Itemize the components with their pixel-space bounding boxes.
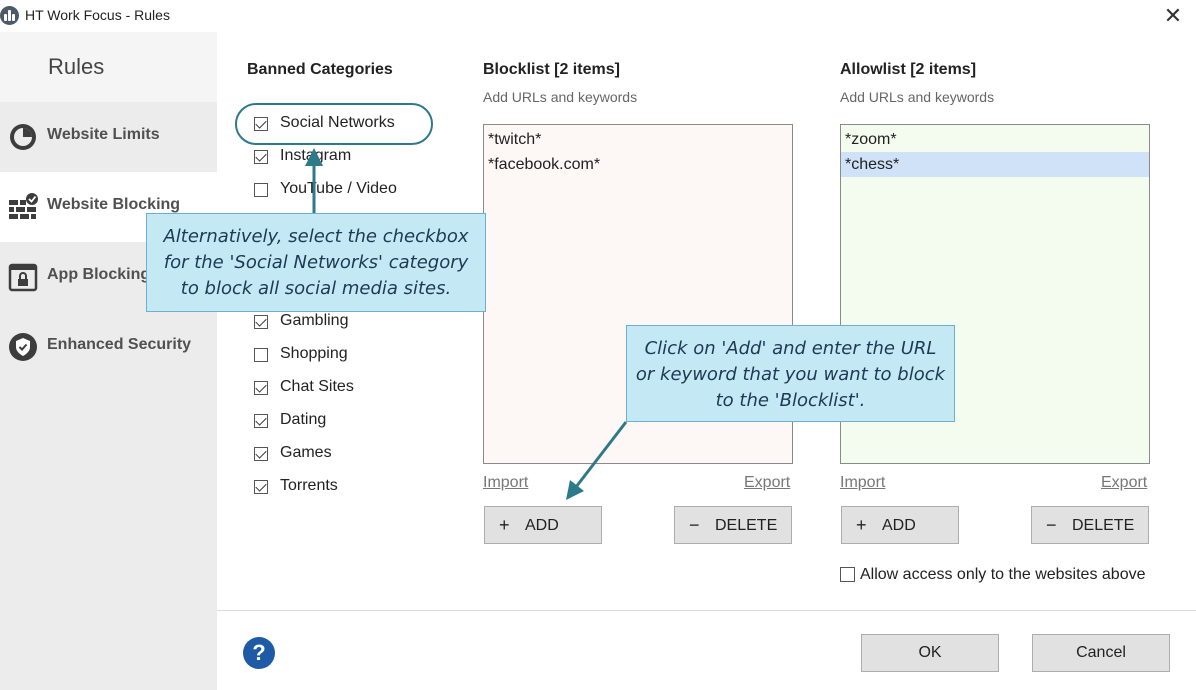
category-label: Torrents [280,477,338,494]
sidebar-item-enhanced-security[interactable]: Enhanced Security [0,312,217,382]
checkbox[interactable] [254,414,268,428]
list-item-selected[interactable]: *chess* [841,152,1149,177]
footer-divider [217,610,1196,611]
cancel-button[interactable]: Cancel [1032,634,1170,672]
category-label: Instagram [280,147,352,164]
checkbox[interactable] [254,447,268,461]
category-label: YouTube / Video [280,180,397,197]
category-label: Chat Sites [280,378,354,395]
category-label: Shopping [280,345,348,362]
minus-icon: − [1046,515,1057,535]
blocklist-title: Blocklist [2 items] [483,61,620,78]
sidebar-heading: Rules [0,32,217,102]
allowlist-import-link[interactable]: Import [840,474,886,491]
sidebar-item-label: App Blocking [47,266,151,283]
checkbox[interactable] [254,315,268,329]
allowlist-export-link[interactable]: Export [1101,474,1148,491]
ok-button[interactable]: OK [861,634,999,672]
app-icon [0,6,19,25]
button-label: DELETE [715,517,778,534]
plus-icon: + [499,515,510,535]
clock-icon [10,124,36,150]
button-label: ADD [525,517,559,534]
help-icon[interactable]: ? [243,637,275,669]
category-label: Gambling [280,312,349,329]
minus-icon: − [689,515,700,535]
list-item[interactable]: *zoom* [845,131,897,148]
wall-check-icon [9,193,38,219]
allow-only-checkbox[interactable] [840,567,855,582]
button-label: Cancel [1076,644,1126,661]
sidebar-item-label: Enhanced Security [47,336,192,353]
category-label: Dating [280,411,327,428]
list-item[interactable]: *twitch* [488,131,542,148]
title-bar: HT Work Focus - Rules ✕ [0,0,1196,32]
sidebar-item-app-blocking[interactable]: App Blocking [0,242,217,312]
callout-add-tip: Click on 'Add' and enter the URL or keyw… [626,325,955,422]
blocklist-import-link[interactable]: Import [483,474,529,491]
sidebar-item-website-limits[interactable]: Website Limits [0,102,217,172]
sidebar: Rules Website Limits Website Blocking Ap… [0,32,217,690]
allowlist-title: Allowlist [2 items] [840,61,977,78]
checkbox[interactable] [254,183,268,197]
blocklist-export-link[interactable]: Export [744,474,791,491]
allowlist-subtitle: Add URLs and keywords [840,89,995,105]
sidebar-item-label: Website Limits [47,126,160,143]
close-icon[interactable]: ✕ [1163,3,1183,28]
callout-checkbox-tip: Alternatively, select the checkbox for t… [146,213,486,312]
button-label: ADD [882,517,916,534]
allowlist-delete-button[interactable]: − DELETE [1031,506,1149,544]
sidebar-item-label: Website Blocking [47,196,181,213]
blocklist-add-button[interactable]: + ADD [484,506,602,544]
allow-only-label: Allow access only to the websites above [860,566,1146,583]
checkbox[interactable] [254,381,268,395]
sidebar-heading-label: Rules [48,54,105,79]
arrowhead-down [566,480,584,500]
list-item[interactable]: *facebook.com* [488,156,601,173]
allowlist-add-button[interactable]: + ADD [841,506,959,544]
window-title: HT Work Focus - Rules [25,7,170,23]
plus-icon: + [856,515,867,535]
blocklist-delete-button[interactable]: − DELETE [674,506,792,544]
shield-check-icon [9,333,37,361]
category-label: Social Networks [280,114,395,131]
button-label: OK [918,644,942,661]
highlight-oval [235,103,433,145]
blocklist-subtitle: Add URLs and keywords [483,89,638,105]
banned-categories-title: Banned Categories [247,61,393,78]
checkbox[interactable] [254,480,268,494]
checkbox[interactable] [254,348,268,362]
app-lock-icon [8,263,38,292]
button-label: DELETE [1072,517,1135,534]
category-label: Games [280,444,332,461]
checkbox[interactable] [254,150,268,164]
